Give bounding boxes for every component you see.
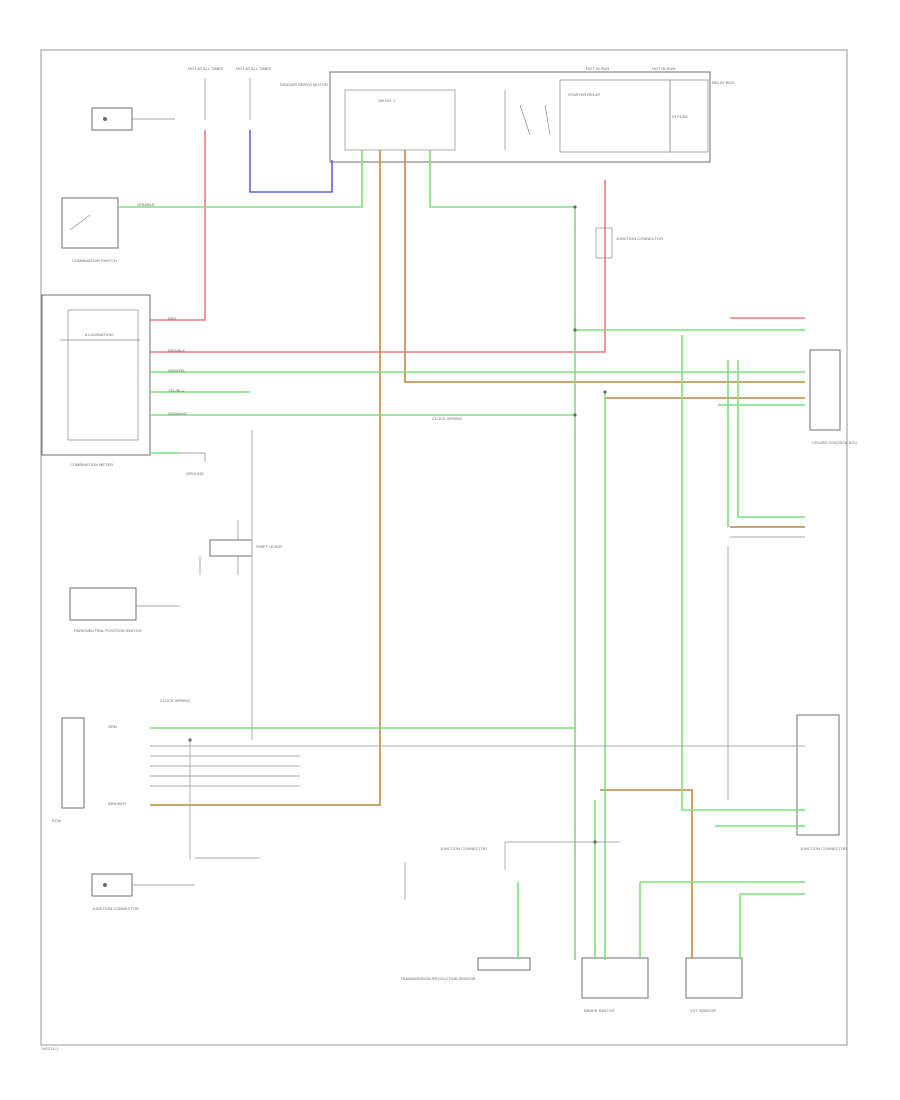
wire-green-1 <box>118 150 363 208</box>
transmission-sensor: TRANSMISSION REVOLUTION SENSOR <box>400 957 531 981</box>
ig-fuse-label: IG FUSE <box>672 114 688 119</box>
park-neutral-switch: PARK/NEUTRAL POSITION SWITCH <box>69 587 180 633</box>
wire-red-2 <box>150 180 606 353</box>
wire-label-7: BRN/WHT <box>108 801 127 806</box>
wire-label-8: GRN <box>108 724 117 729</box>
vvt-sensor: VVT SENSOR <box>685 957 743 1013</box>
wire-label-5: YEL/BLU <box>168 388 185 393</box>
hot-run-b-label: HOT IN RUN <box>652 66 675 71</box>
wire-label-3: RED/BLK <box>168 348 185 353</box>
junction-block-label: J/B NO. 1 <box>378 98 396 103</box>
wire-tan-3 <box>600 789 693 958</box>
ground-connector-top <box>91 107 175 131</box>
wire-red-1 <box>150 130 206 321</box>
junction-connector-mid-label: JUNCTION CONNECTOR <box>440 846 487 851</box>
wire-tan-1 <box>404 150 805 383</box>
junction-connector-right-label: JUNCTION CONNECTOR <box>800 846 847 851</box>
cruise-control-ecu-label: CRUISE CONTROL ECU <box>812 440 857 445</box>
wire-label-4: GRN/YEL <box>168 368 186 373</box>
wire-green-2 <box>429 150 576 960</box>
brake-switch: BRAKE SWITCH <box>581 957 649 1013</box>
combination-meter: ILLUMINATION COMBINATION METER <box>41 294 151 467</box>
ecm: ECM <box>52 717 85 823</box>
wire-tan-2 <box>150 150 381 806</box>
illumination-label: ILLUMINATION <box>85 332 113 337</box>
junction-connector-right: JUNCTION CONNECTOR <box>796 714 847 851</box>
wire-blue <box>249 130 333 193</box>
junction-block: J/B NO. 1 STARTER RELAY IG FUSE HOT IN R… <box>329 66 735 163</box>
wire-label-2: RED <box>168 316 177 321</box>
combination-meter-label: COMBINATION METER <box>70 462 113 467</box>
wire-green-13 <box>681 335 805 811</box>
brake-switch-label: BRAKE SWITCH <box>584 1008 615 1013</box>
diagram-frame <box>40 49 848 1046</box>
fuse-b-label: HOT AT ALL TIMES <box>236 66 271 71</box>
transmission-sensor-label: TRANSMISSION REVOLUTION SENSOR <box>400 976 476 981</box>
combination-switch: COMBINATION SWITCH <box>61 197 119 263</box>
ground-connector-bottom: JUNCTION CONNECTOR <box>91 873 195 911</box>
memory-note-label: SENSOR SERVO MOTOR <box>280 82 328 87</box>
ground-left: GROUND <box>150 452 206 476</box>
wire-label-6: GRN/WHT <box>168 411 188 416</box>
junction-connector-left-label: JUNCTION CONNECTOR <box>92 906 139 911</box>
cruise-sensor-left-label: CLOCK SPRING <box>160 698 190 703</box>
ecm-label: ECM <box>52 818 61 823</box>
fuse-a-label: HOT AT ALL TIMES <box>188 66 223 71</box>
shift-lever: SHIFT LEVER <box>199 520 282 575</box>
shift-lever-label: SHIFT LEVER <box>256 544 282 549</box>
ground-left-label: GROUND <box>186 471 204 476</box>
cruise-control-ecu: CRUISE CONTROL ECU <box>809 349 857 445</box>
relay-box-label: RELAY BOX <box>712 80 735 85</box>
park-neutral-label: PARK/NEUTRAL POSITION SWITCH <box>74 628 141 633</box>
starter-relay-label: STARTER RELAY <box>568 92 601 97</box>
wire-green-8 <box>737 360 805 518</box>
combination-switch-label: COMBINATION SWITCH <box>72 258 117 263</box>
hot-run-a-label: HOT IN RUN <box>586 66 609 71</box>
cruise-sensor-right-label: CLOCK SPRING <box>432 416 462 421</box>
footer-id: W1274-1 <box>42 1046 59 1051</box>
junction-connector-top-label: JUNCTION CONNECTOR <box>616 236 663 241</box>
wire-label-1: GRN/BLK <box>137 202 155 207</box>
junction-connector-top: JUNCTION CONNECTOR <box>595 227 663 259</box>
vvt-sensor-label: VVT SENSOR <box>690 1008 716 1013</box>
